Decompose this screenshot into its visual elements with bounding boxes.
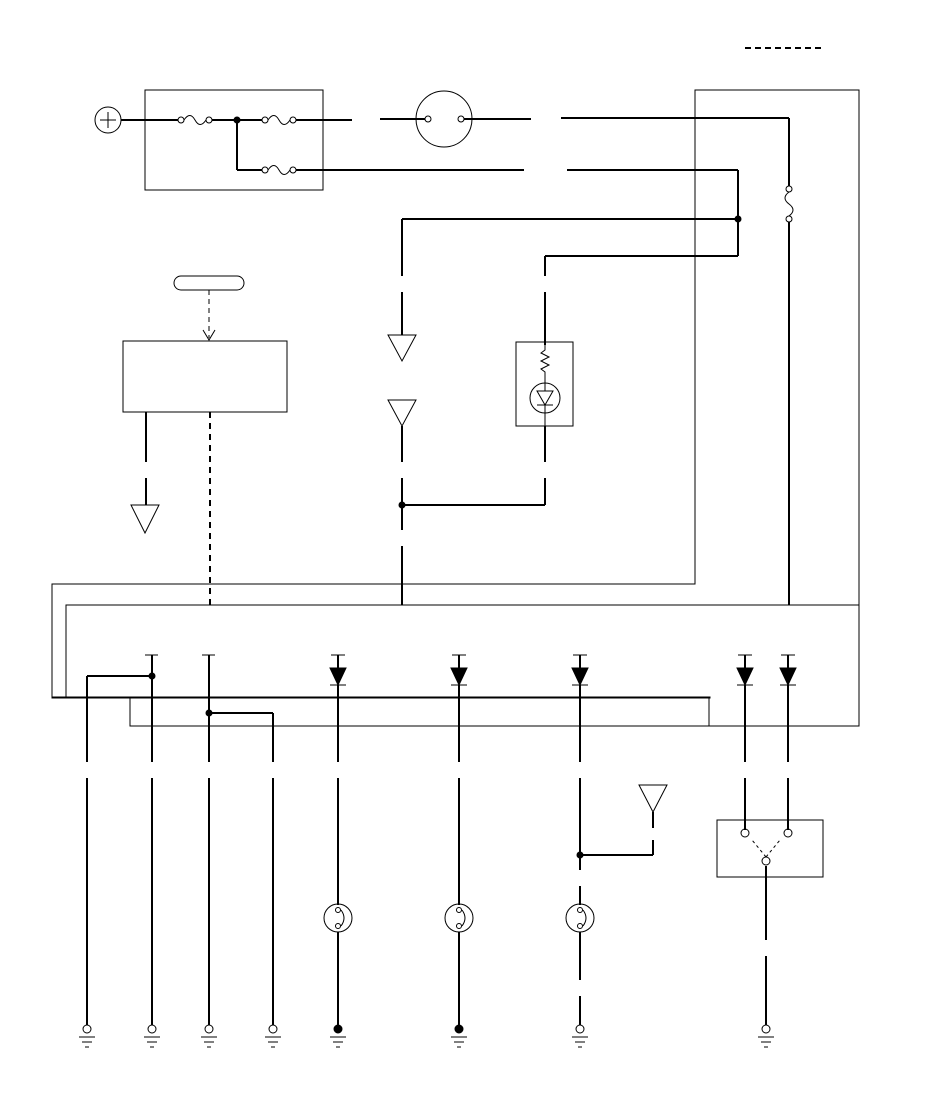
connector-triangle-icon [387,399,417,428]
diode-icon [450,654,468,762]
connector-triangle-icon [638,784,668,814]
connector-triangle-icon [387,334,417,363]
fuse-icon [261,115,297,125]
diode-icon [736,654,754,762]
resistor-icon [539,345,551,382]
connector-triangle-icon [130,504,160,535]
fuse-icon [261,165,297,175]
ground-icon [201,1024,217,1048]
lamp-icon [323,903,353,933]
key-sensor [173,275,245,291]
lamp-icon [444,903,474,933]
diode-icon [571,654,589,762]
ground-icon [758,1024,774,1048]
ground-icon [144,1024,160,1048]
ground-icon [330,1024,346,1048]
junction-dot [734,215,742,223]
ground-icon [572,1024,588,1048]
led-icon [529,382,561,426]
fuse-box [144,89,324,191]
battery-positive-icon [94,106,122,134]
diode-icon [329,654,347,762]
fuse-icon [177,115,213,125]
harness-outline [51,89,860,727]
harness-outline-inner [65,604,859,697]
fuse-icon [784,185,794,223]
ground-icon [451,1024,467,1048]
ground-icon [79,1024,95,1048]
lower-ground-wires [86,778,789,1025]
control-module [122,340,288,413]
connector-block [51,696,711,699]
ground-icon [265,1024,281,1048]
lamp-icon [565,903,595,933]
right-feed-wiring [401,117,790,605]
ignition-switch [380,90,531,148]
junction-dot [233,116,241,124]
switch-icon [740,828,793,866]
connector-lower-block [129,697,710,727]
connector-pins [86,654,274,762]
diode-icon [779,654,797,762]
switch-module [716,819,824,878]
